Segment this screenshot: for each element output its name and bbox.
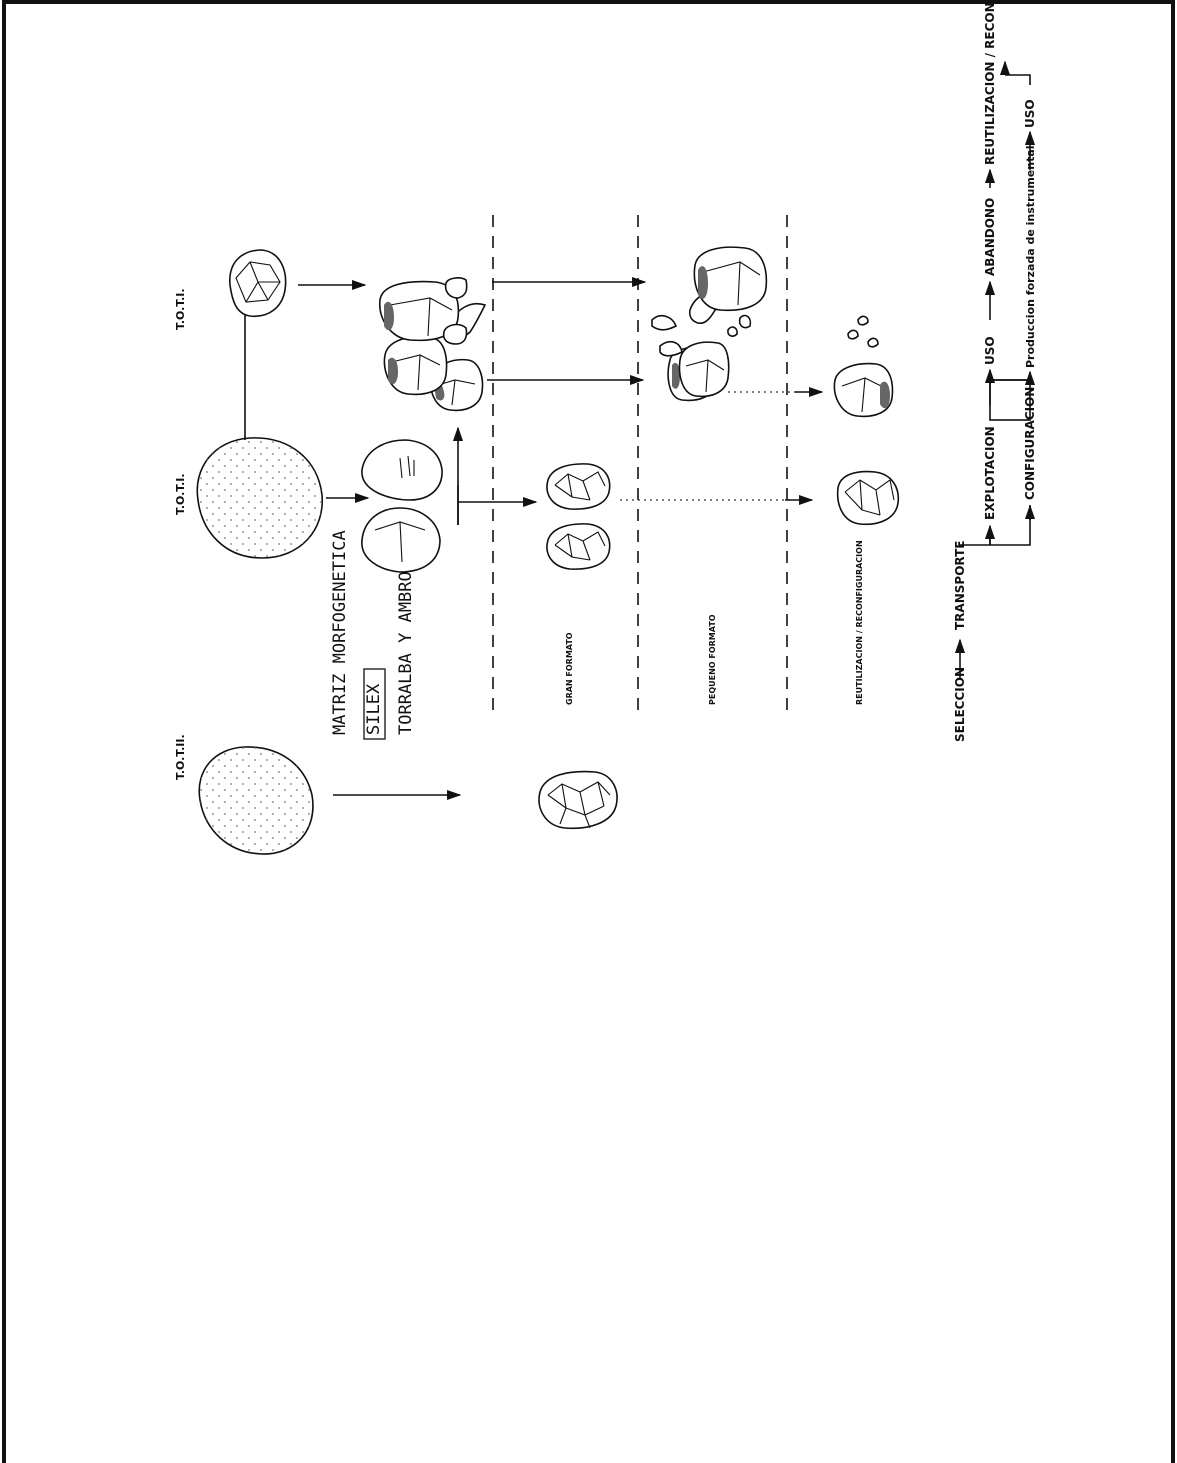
silex-box [363,668,386,740]
title-line-3: TORRALBA Y AMBRONA [396,551,416,735]
title-line-2: SILEX [364,683,384,735]
category-label-3: T.O.T.I. [174,288,187,330]
reused-tool-col3 [833,315,894,418]
process-explotacion: EXPLOTACION [983,426,997,520]
process-abandono: ABANDONO [983,198,997,276]
large-tools-col2 [546,463,611,570]
process-produccion: Produccion forzada de instrumental [1024,145,1037,368]
process-reutilizacion: REUTILIZACION / RECONFIGURACION [983,0,997,165]
core-col3 [229,249,287,317]
process-flow: SELECCION TRANSPORTE EXPLOTACION CONFIGU… [953,0,1037,742]
process-seleccion: SELECCION [953,667,967,742]
nodule-1-cortex-texture [199,746,313,855]
reused-tool-col2 [836,470,900,526]
process-uso-2: USO [1023,99,1037,128]
uso2-return [1005,74,1031,85]
small-tools-col3 [651,246,768,398]
title-line-1: MATRIZ MORFOGENETICA [330,530,350,735]
row-label-pequeno-formato: PEQUENO FORMATO [708,614,717,705]
title-block: MATRIZ MORFOGENETICA SILEX TORRALBA Y AM… [330,530,416,740]
category-label-2: T.O.T.I. [174,473,187,515]
flakes-col3 [379,277,468,396]
process-uso-1: USO [983,336,997,365]
row-label-reutilizacion: REUTILIZACION / RECONFIGURACION [855,540,864,705]
flake-pair-col2 [361,439,443,573]
nodule-2-cortex-texture [197,437,323,558]
category-label-1: T.O.T.II. [174,734,187,780]
large-tool-col1 [538,770,618,830]
join-box [989,379,1031,421]
process-transporte: TRANSPORTE [953,541,967,630]
process-configuracion: CONFIGURACION [1023,387,1037,500]
row-label-gran-formato: GRAN FORMATO [565,632,574,705]
